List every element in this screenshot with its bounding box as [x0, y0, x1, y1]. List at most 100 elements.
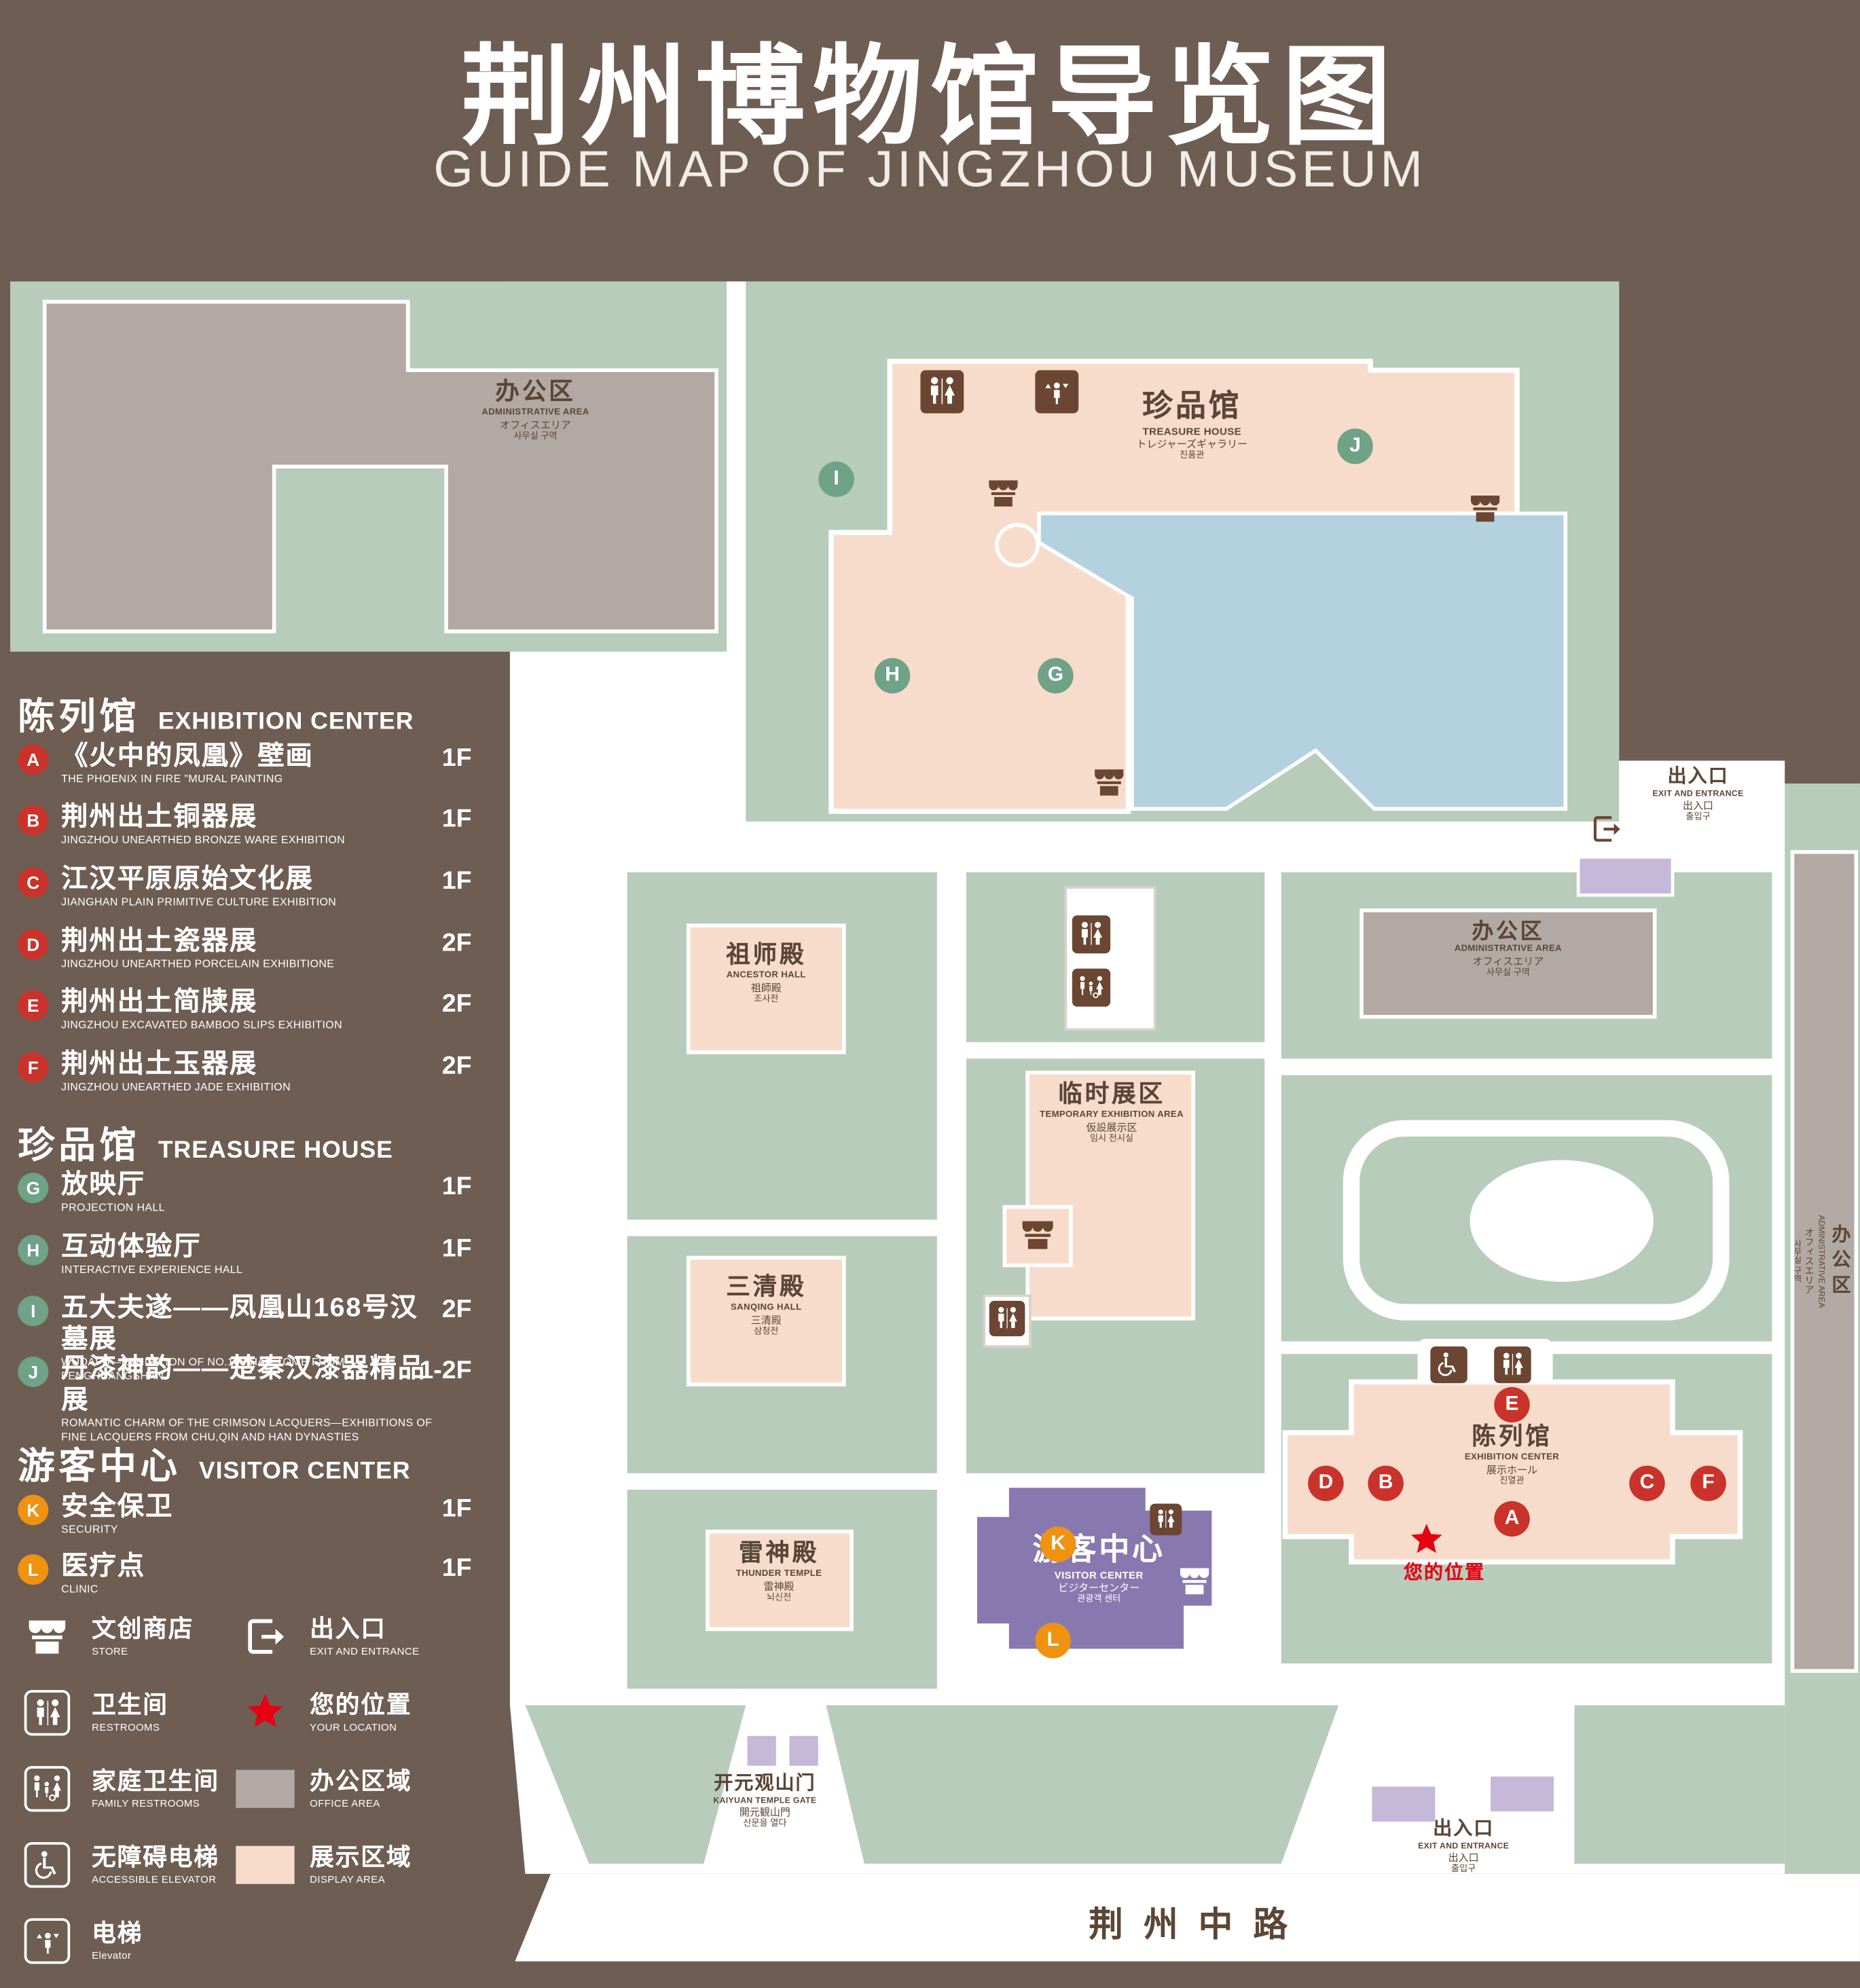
- map-label-gate: 开元观山门 KAIYUAN TEMPLE GATE 開元観山門 산문을 열다: [713, 1772, 816, 1830]
- building-admin-right: [1790, 850, 1859, 1673]
- label-en: ADMINISTRATIVE AREA: [1454, 944, 1562, 954]
- restroom-icon: [1494, 1346, 1531, 1384]
- label-kr: 출입구: [1685, 812, 1711, 822]
- label-jp: オフィスエリア: [1472, 955, 1544, 968]
- label-zh: 三清殿: [726, 1274, 807, 1301]
- floor: 1F: [441, 867, 472, 896]
- garden-path-ring: [1343, 1120, 1730, 1321]
- label-en: ANCESTOR HALL: [726, 970, 806, 980]
- label-zh: 办公区: [495, 379, 576, 406]
- label-jp: オフィスエリア: [500, 419, 571, 430]
- gate-block-right: [786, 1733, 822, 1769]
- label-en: THUNDER TEMPLE: [735, 1569, 822, 1579]
- label-jp: 出入口: [1448, 1852, 1479, 1864]
- map-pin-c: C: [1629, 1465, 1665, 1501]
- floor: 1F: [441, 1234, 472, 1263]
- office-area-swatch: [236, 1763, 295, 1816]
- floor: 1-2F: [419, 1357, 472, 1385]
- label-en: TEMPORARY EXHIBITION AREA: [1040, 1110, 1184, 1120]
- map-pin-b: B: [1368, 1465, 1404, 1501]
- exit-icon: [236, 1610, 294, 1663]
- elevator-icon: [18, 1915, 76, 1968]
- building-ancestor-hall: [686, 923, 846, 1054]
- map-label-treasure-house: 珍品馆 TREASURE HOUSE トレジャーズギャラリー 진품관: [1136, 388, 1247, 462]
- store-icon: [1466, 490, 1504, 528]
- label-kr: 사무실 구역: [513, 431, 558, 441]
- pond: [1037, 511, 1568, 811]
- label-kr: 조사전: [754, 994, 779, 1004]
- treasure-house-pavilion: [995, 523, 1040, 568]
- label-kr: 사무실 구역: [1486, 968, 1530, 978]
- map-pin-d: D: [1308, 1465, 1344, 1501]
- label-en: SANQING HALL: [730, 1303, 802, 1312]
- accessible-elevator-icon: [1430, 1346, 1467, 1384]
- label-jp: 開元観山門: [739, 1806, 790, 1818]
- restroom-icon: [18, 1687, 76, 1740]
- badge-b: B: [18, 805, 49, 836]
- map-pin-k: K: [1040, 1526, 1076, 1562]
- floor: 2F: [441, 990, 472, 1018]
- restroom-icon: [989, 1300, 1025, 1337]
- label-en: EXHIBITION CENTER: [1464, 1452, 1560, 1462]
- map-label-ancestor-hall: 祖师殿 ANCESTOR HALL 祖師殿 조사전: [726, 941, 806, 1006]
- map-label-thunder-temple: 雷神殿 THUNDER TEMPLE 雷神殿 뇌신전: [736, 1539, 822, 1604]
- map-pin-f: F: [1690, 1465, 1726, 1501]
- label-kr: 진열관: [1499, 1476, 1525, 1486]
- your-location-label: 您的位置: [1403, 1562, 1486, 1584]
- label-kr: 임시 전시실: [1089, 1134, 1134, 1143]
- building-exhibition-center: [1282, 1379, 1743, 1565]
- label-en: VISITOR CENTER: [1054, 1569, 1144, 1581]
- legend-section-exhibition-center: 陈列馆 EXHIBITION CENTER: [18, 697, 414, 738]
- page-title: 荆州博物馆导览图: [460, 37, 1400, 159]
- store-icon: [1090, 763, 1128, 801]
- road-label: 荆州中路: [1089, 1905, 1309, 1944]
- map-pin-a: A: [1494, 1501, 1530, 1537]
- map-label-admin-right: 办公区 ADMINISTRATIVE AREA オフィスエリア 사무실 구역: [1790, 1215, 1853, 1308]
- badge-k: K: [18, 1494, 49, 1526]
- label-jp: 祖師殿: [750, 982, 782, 994]
- map-label-temporary-area: 临时展区 TEMPORARY EXHIBITION AREA 仮設展示区 임시 …: [1040, 1080, 1184, 1145]
- label-kr: 사무실 구역: [1791, 1239, 1801, 1283]
- building-restrooms: [1064, 886, 1156, 1031]
- floor: 2F: [441, 1295, 472, 1324]
- exit-right-block: [1576, 855, 1675, 897]
- gate-block-left: [744, 1733, 780, 1769]
- label-jp: 三清殿: [750, 1314, 782, 1326]
- badge-i: I: [18, 1295, 49, 1327]
- badge-l: L: [18, 1554, 49, 1585]
- legend-section-treasure-house: 珍品馆 TREASURE HOUSE: [18, 1126, 393, 1166]
- restroom-icon: [1072, 915, 1111, 954]
- label-zh: 出入口: [1433, 1818, 1495, 1840]
- floor: 2F: [441, 929, 472, 957]
- floor: 1F: [441, 1173, 472, 1201]
- building-thunder-temple: [706, 1529, 854, 1632]
- label-zh: 开元观山门: [714, 1772, 816, 1794]
- label-zh: 办公区: [1472, 919, 1545, 944]
- floor: 1F: [441, 1494, 472, 1523]
- label-en: TREASURE HOUSE: [1142, 426, 1242, 438]
- label-kr: 출입구: [1451, 1864, 1476, 1874]
- label-zh: 出入口: [1667, 765, 1729, 788]
- location-star-icon: [236, 1687, 294, 1740]
- legend-section-visitor-center: 游客中心 VISITOR CENTER: [18, 1446, 411, 1488]
- store-icon: [18, 1610, 76, 1663]
- building-admin-top: [42, 299, 718, 633]
- badge-j: J: [18, 1357, 49, 1387]
- accessible-elevator-icon: [18, 1839, 76, 1892]
- store-icon: [1017, 1215, 1058, 1255]
- label-kr: 진품관: [1180, 451, 1205, 460]
- badge-f: F: [18, 1052, 49, 1083]
- elevator-icon: [1035, 370, 1079, 413]
- lawn-bottom-mid: [826, 1705, 1339, 1864]
